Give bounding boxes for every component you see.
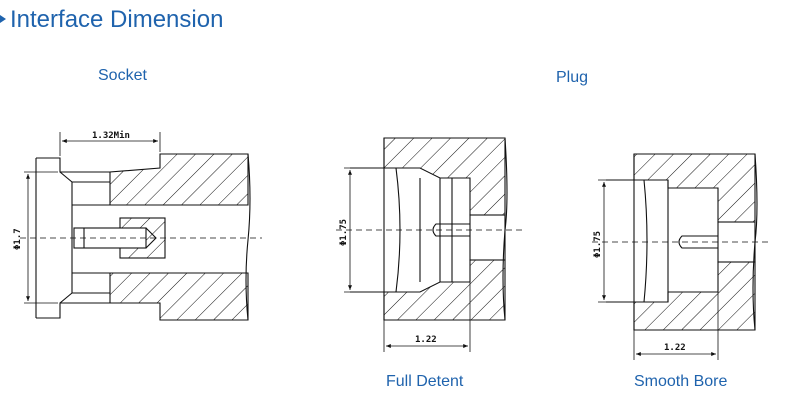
section-arrow-icon <box>0 15 6 23</box>
smooth-bore-drawing <box>592 153 770 360</box>
smooth-bore-caption: Smooth Bore <box>634 373 728 390</box>
socket-diameter-dimension: Φ1.7 <box>13 228 23 250</box>
socket-length-dimension: 1.32Min <box>92 130 130 141</box>
plug-heading: Plug <box>556 69 589 86</box>
socket-drawing <box>20 132 262 321</box>
page-title: Interface Dimension <box>0 6 223 34</box>
smooth-bore-length-dimension: 1.22 <box>664 343 686 353</box>
full-detent-diameter-dimension: Φ1.75 <box>339 219 349 246</box>
socket-heading: Socket <box>98 67 147 84</box>
full-detent-drawing <box>336 137 522 352</box>
full-detent-caption: Full Detent <box>386 373 464 390</box>
full-detent-length-dimension: 1.22 <box>415 335 437 345</box>
page-title-text: Interface Dimension <box>10 6 224 33</box>
smooth-bore-diameter-dimension: Φ1.75 <box>593 231 603 258</box>
